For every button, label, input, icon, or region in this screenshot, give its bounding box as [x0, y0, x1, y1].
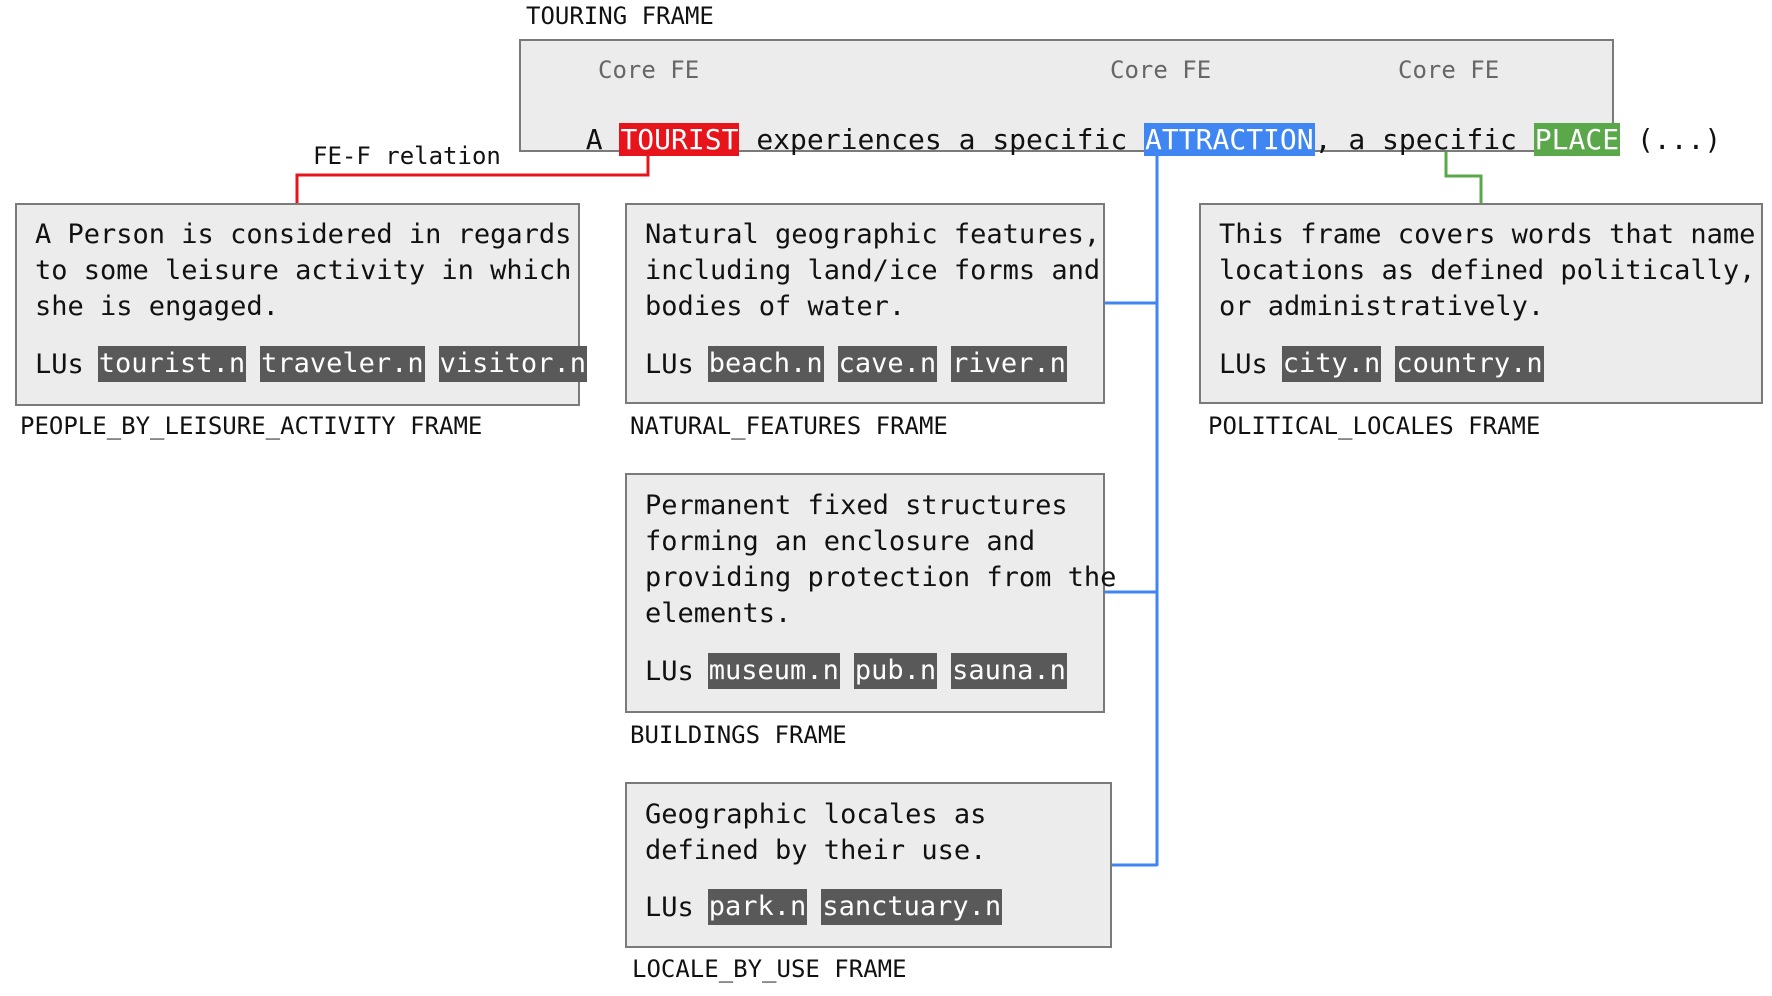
- attraction-core-fe-label: Core FE: [1110, 56, 1212, 84]
- people-frame-lus: LUs tourist.n traveler.n visitor.n: [35, 346, 601, 382]
- people-frame-caption: PEOPLE_BY_LEISURE_ACTIVITY FRAME: [20, 412, 483, 440]
- place-fe: PLACE: [1533, 123, 1621, 156]
- attraction-fe: ATTRACTION: [1144, 123, 1315, 156]
- political-frame-caption: POLITICAL_LOCALES FRAME: [1208, 412, 1541, 440]
- lu-tag: sauna.n: [951, 653, 1067, 689]
- political-frame-description: This frame covers words that name locati…: [1219, 219, 1756, 322]
- lu-tag: beach.n: [707, 346, 824, 382]
- tourist-core-fe-label: Core FE: [598, 56, 700, 84]
- tourist-fe: TOURIST: [619, 123, 740, 156]
- place-core-fe-label: Core FE: [1398, 56, 1500, 84]
- locale-frame-lus: LUs park.n sanctuary.n: [645, 889, 1016, 925]
- lus-label: LUs: [645, 891, 694, 923]
- lu-tag: country.n: [1395, 346, 1544, 382]
- buildings-frame-description: Permanent fixed structures forming an en…: [645, 490, 1117, 629]
- lu-tag: river.n: [951, 346, 1067, 382]
- lu-tag: park.n: [707, 889, 808, 925]
- buildings-frame-caption: BUILDINGS FRAME: [630, 721, 847, 749]
- lu-tag: visitor.n: [438, 346, 587, 382]
- lu-tag: cave.n: [837, 346, 938, 382]
- people-frame-description: A Person is considered in regards to som…: [35, 219, 572, 322]
- lu-tag: sanctuary.n: [821, 889, 1003, 925]
- natural-frame-caption: NATURAL_FEATURES FRAME: [630, 412, 948, 440]
- fe-f-relation-label: FE-F relation: [313, 142, 501, 170]
- touring-frame-caption: TOURING FRAME: [526, 2, 714, 30]
- lus-label: LUs: [35, 348, 84, 380]
- lu-tag: pub.n: [853, 653, 938, 689]
- lus-label: LUs: [645, 348, 694, 380]
- lu-tag: museum.n: [707, 653, 840, 689]
- lus-label: LUs: [1219, 348, 1268, 380]
- locale-frame-caption: LOCALE_BY_USE FRAME: [632, 955, 907, 983]
- buildings-frame-lus: LUs museum.n pub.n sauna.n: [645, 653, 1081, 689]
- sentence-mid2: , a specific: [1314, 123, 1517, 156]
- sentence-mid1: experiences a specific: [756, 123, 1128, 156]
- lu-tag: tourist.n: [97, 346, 247, 382]
- touring-definition: A TOURIST experiences a specific ATTRACT…: [552, 86, 1721, 158]
- sentence-article: A: [585, 123, 603, 156]
- natural-frame-lus: LUs beach.n cave.n river.n: [645, 346, 1081, 382]
- lu-tag: city.n: [1281, 346, 1382, 382]
- political-frame-lus: LUs city.n country.n: [1219, 346, 1558, 382]
- sentence-tail: (...): [1636, 123, 1722, 156]
- lus-label: LUs: [645, 655, 694, 687]
- natural-frame-description: Natural geographic features, including l…: [645, 219, 1101, 322]
- lu-tag: traveler.n: [260, 346, 425, 382]
- locale-frame-description: Geographic locales as defined by their u…: [645, 799, 987, 866]
